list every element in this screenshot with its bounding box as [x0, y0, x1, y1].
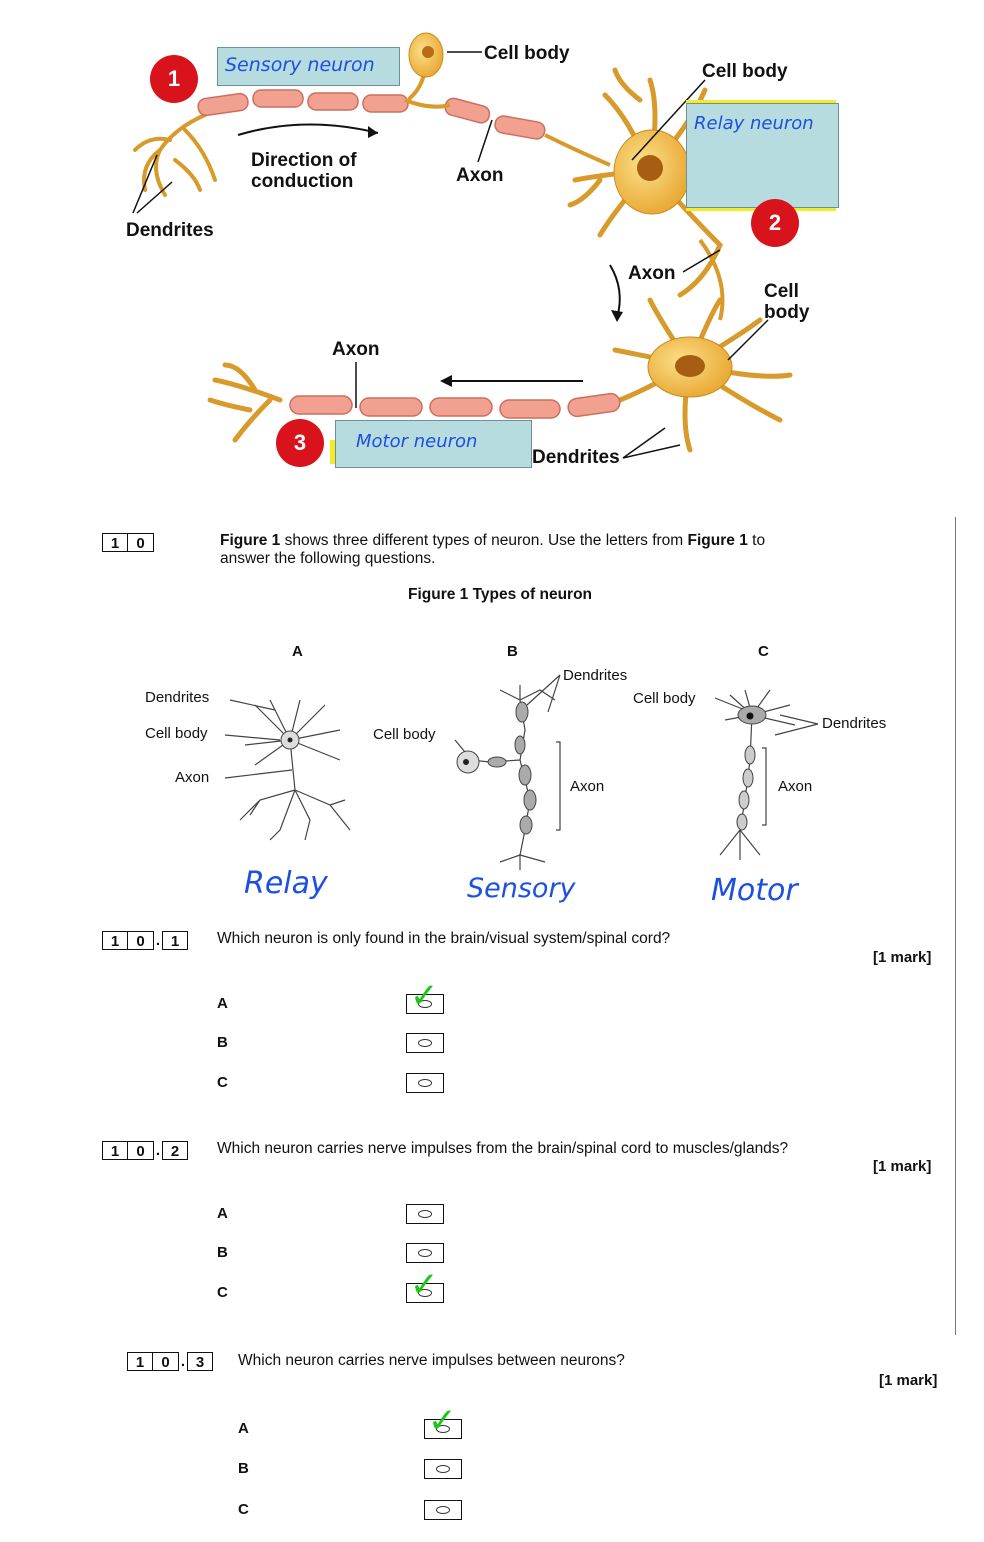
motor-neuron-drawing [207, 297, 793, 453]
neuron-pathway-diagram [132, 32, 836, 464]
annotation-box-motor [335, 420, 532, 468]
q10-3-tick-mark-icon: ✓ [428, 1402, 457, 1440]
number-circle-3: 3 [276, 419, 324, 467]
q10-1-option-c-label: C [217, 1074, 228, 1091]
q10-3-option-a-radio[interactable] [424, 1419, 462, 1439]
question-10-intro: Figure 1 shows three different types of … [220, 532, 766, 567]
label-axon-relay: Axon [628, 263, 676, 284]
right-margin-line [955, 517, 956, 1335]
question-number-10-3: 1 0 . 3 [127, 1352, 213, 1371]
figure-a-label-dendrites: Dendrites [145, 689, 210, 706]
q10-3-option-b-radio[interactable] [424, 1459, 462, 1479]
q10-2-option-b-label: B [217, 1244, 228, 1261]
annotation-box-relay [686, 103, 839, 208]
label-dendrites-sensory: Dendrites [126, 220, 214, 241]
figure-c-label-dendrites: Dendrites [822, 715, 887, 732]
figure-letter-a: A [292, 643, 303, 660]
motor-axon [289, 392, 621, 419]
figure-1-neuron-types [224, 674, 819, 870]
q10-1-option-b-radio[interactable] [406, 1033, 444, 1053]
q10-2-option-c-radio[interactable] [406, 1283, 444, 1303]
label-axon-sensory: Axon [456, 165, 504, 186]
number-circle-1: 1 [150, 55, 198, 103]
label-dendrites-motor: Dendrites [532, 447, 620, 468]
question-number-10-1: 1 0 . 1 [102, 931, 188, 950]
figure-b-label-dendrites: Dendrites [563, 667, 628, 684]
sensory-axon [197, 89, 546, 140]
q10-2-option-a-radio[interactable] [406, 1204, 444, 1224]
figure-a-label-axon: Axon [175, 769, 210, 786]
label-axon-motor: Axon [332, 339, 380, 360]
question-number-10-2: 1 0 . 2 [102, 1141, 188, 1160]
q10-2-option-a-label: A [217, 1205, 228, 1222]
label-cell-body-motor: Cell body [764, 281, 810, 323]
figure-letter-c: C [758, 643, 769, 660]
q10-1-tick-mark-icon: ✓ [410, 977, 439, 1015]
q10-1-option-a-label: A [217, 995, 228, 1012]
label-cell-body-relay: Cell body [702, 61, 788, 82]
figure-c-label-cell-body: Cell body [633, 690, 696, 707]
annotation-sensory-neuron: Sensory neuron [225, 54, 375, 76]
sensory-neuron-drawing [133, 58, 428, 197]
question-number-10: 1 0 [102, 533, 154, 552]
figure-c-label-axon: Axon [778, 778, 813, 795]
q10-1-option-b-label: B [217, 1034, 228, 1051]
q10-2-tick-mark-icon: ✓ [410, 1266, 439, 1304]
number-circle-2: 2 [751, 199, 799, 247]
question-10-3-mark: [1 mark] [879, 1372, 938, 1389]
annotation-relay-neuron: Relay neuron [694, 113, 814, 134]
q10-3-option-c-label: C [238, 1501, 249, 1518]
figure-b-label-axon: Axon [570, 778, 605, 795]
figure-neuron-c [714, 689, 819, 860]
q10-2-option-b-radio[interactable] [406, 1243, 444, 1263]
annotation-motor-neuron: Motor neuron [356, 431, 478, 452]
q10-3-option-c-radio[interactable] [424, 1500, 462, 1520]
question-10-2-mark: [1 mark] [873, 1158, 932, 1175]
figure-1-title: Figure 1 Types of neuron [408, 586, 593, 603]
q10-2-option-c-label: C [217, 1284, 228, 1301]
figure-letter-b: B [507, 643, 518, 660]
handwritten-relay: Relay [244, 866, 328, 901]
q10-3-option-b-label: B [238, 1460, 249, 1477]
question-10-3-text: Which neuron carries nerve impulses betw… [238, 1352, 625, 1369]
handwritten-motor: Motor [711, 873, 798, 908]
q10-1-option-a-radio[interactable] [406, 994, 444, 1014]
question-10-1-mark: [1 mark] [873, 949, 932, 966]
figure-neuron-a [224, 699, 351, 841]
handwritten-sensory: Sensory [467, 873, 576, 904]
q10-3-option-a-label: A [238, 1420, 249, 1437]
label-direction-of-conduction: Direction of conduction [251, 150, 357, 192]
q10-1-option-c-radio[interactable] [406, 1073, 444, 1093]
question-10-1-text: Which neuron is only found in the brain/… [217, 930, 671, 947]
figure-b-label-cell-body: Cell body [373, 726, 436, 743]
label-cell-body-sensory: Cell body [484, 43, 570, 64]
annotation-box-sensory [217, 47, 400, 86]
question-10-2-text: Which neuron carries nerve impulses from… [217, 1140, 789, 1157]
figure-a-label-cell-body: Cell body [145, 725, 208, 742]
